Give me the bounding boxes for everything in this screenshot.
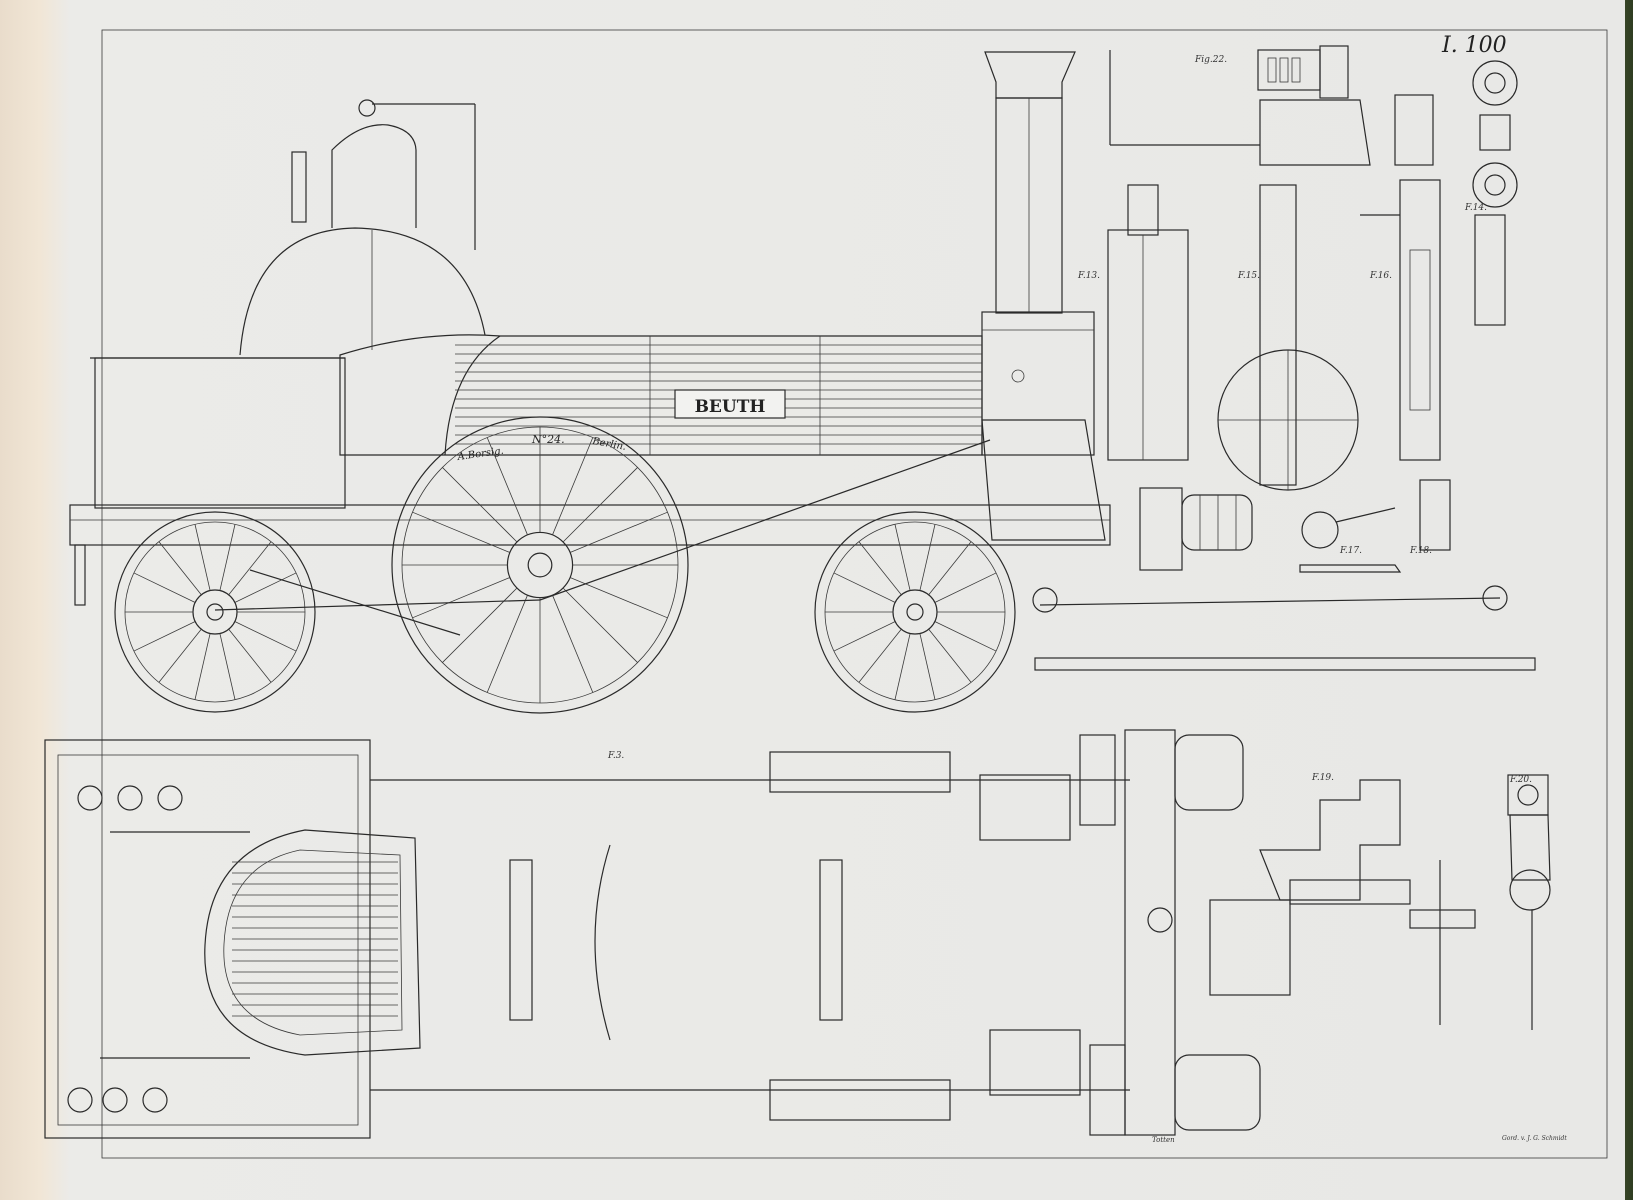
driving-wheel [391, 416, 689, 714]
svg-text:Fig.22.: Fig.22. [1194, 55, 1227, 65]
scale-label: Totten [1152, 1136, 1175, 1144]
svg-text:F.3.: F.3. [607, 751, 624, 761]
plan-view: F.3. Totten [44, 729, 1261, 1144]
smokebox [981, 311, 1095, 456]
svg-text:F.18.: F.18. [1409, 546, 1432, 556]
svg-text:F.13.: F.13. [1077, 271, 1100, 281]
connecting-rod [539, 439, 991, 601]
engine-number: N°24. [531, 433, 565, 446]
svg-text:F.15.: F.15. [1237, 271, 1260, 281]
rear-wheel [114, 511, 316, 713]
svg-text:F.19.: F.19. [1311, 773, 1334, 783]
detail-figures-lower: F.19. F.20. Gord. v. J. G. Schmidt [1209, 773, 1567, 1142]
firebox [94, 357, 346, 509]
side-elevation: BEUTH A.Borsig. N°24. Berlin. [69, 51, 1253, 714]
coupling-rod [214, 599, 541, 611]
steam-dome [239, 99, 486, 356]
nameplate: BEUTH [695, 397, 766, 417]
buffer-beam [1124, 729, 1176, 1136]
plate-number: I. 100 [1441, 33, 1507, 58]
main-frame [69, 504, 1111, 546]
svg-text:F.14.: F.14. [1464, 203, 1487, 213]
cylinder [981, 419, 1106, 541]
chimney [984, 51, 1076, 314]
cylinder-plan-bottom [989, 1029, 1081, 1096]
svg-text:F.16.: F.16. [1369, 271, 1392, 281]
detail-figures: Fig.22. F.13. F.15. F.16. F.14. F. [1032, 45, 1536, 671]
cylinder-plan-top [979, 774, 1071, 841]
plate-border [101, 29, 1608, 1159]
maker-name: A.Borsig. [456, 446, 505, 463]
front-wheel [814, 511, 1016, 713]
boiler: BEUTH A.Borsig. N°24. Berlin. [339, 334, 983, 463]
front-buffer [1139, 487, 1253, 571]
svg-text:F.17.: F.17. [1339, 546, 1362, 556]
svg-text:F.20.: F.20. [1509, 775, 1532, 785]
engraver-credit: Gord. v. J. G. Schmidt [1502, 1135, 1567, 1142]
firebox-plan [204, 829, 421, 1056]
